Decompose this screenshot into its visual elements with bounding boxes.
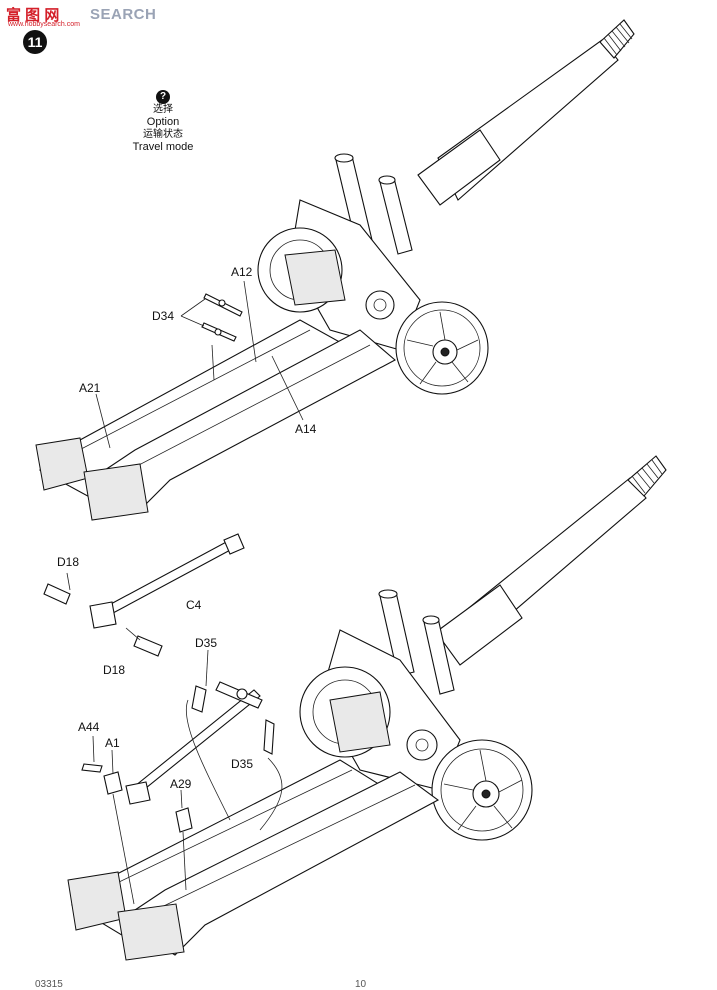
page-number: 10: [355, 979, 367, 990]
label-d35-top: D35: [195, 636, 218, 650]
watermark-logo: 富 图 网: [6, 7, 60, 24]
label-a44: A44: [78, 720, 100, 734]
watermark-site: SEARCH: [90, 6, 157, 23]
step-number-badge: 11: [23, 30, 47, 54]
option-en: Option: [146, 116, 180, 128]
label-a1: A1: [105, 736, 120, 750]
label-a29: A29: [170, 777, 192, 791]
question-icon: ?: [156, 90, 170, 104]
part-c4: [89, 533, 245, 629]
howitzer-top-illustration: [35, 19, 635, 521]
part-d18: [43, 572, 163, 657]
travel-mode-en: Travel mode: [132, 141, 194, 153]
part-a44: [81, 763, 103, 773]
label-a12: A12: [231, 265, 253, 279]
option-zh: 选择: [153, 104, 173, 115]
howitzer-bottom-illustration: [43, 455, 667, 961]
part-d34: [180, 293, 243, 342]
part-a29: [175, 807, 193, 833]
footer-code: 03315: [35, 979, 63, 990]
watermark-url: www.hobbysearch.com: [8, 21, 80, 28]
label-d35-bottom: D35: [231, 757, 254, 771]
label-d34: D34: [152, 309, 175, 323]
travel-mode-zh: 运输状态: [143, 129, 183, 140]
option-note: ? 选择 Option 运输状态 Travel mode: [118, 86, 208, 154]
label-c4: C4: [186, 598, 202, 612]
label-a21: A21: [79, 381, 101, 395]
part-a1: [103, 771, 123, 795]
label-d18-top: D18: [57, 555, 80, 569]
label-d18-bottom: D18: [103, 663, 126, 677]
label-a14: A14: [295, 422, 317, 436]
part-d35: [125, 681, 275, 805]
